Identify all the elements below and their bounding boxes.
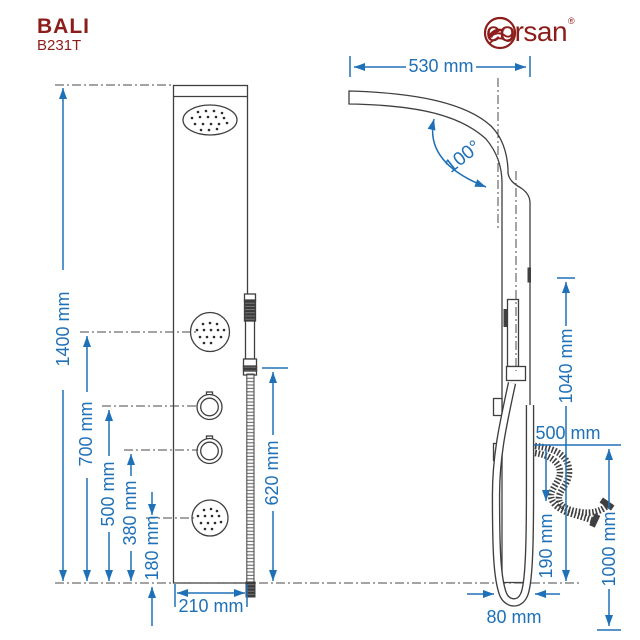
model-name: BALI: [37, 15, 90, 38]
brand-lockup: corsan ®: [482, 16, 575, 46]
connection-hose-2: [534, 449, 594, 524]
upper-body-jet: [189, 311, 231, 353]
dim-inlet-offset: 190 mm: [536, 513, 556, 579]
dim-arm-reach: 530 mm: [408, 56, 474, 76]
hand-shower-front: [242, 293, 258, 376]
side-panel-outline: [348, 90, 531, 584]
corsan-logo-icon: [483, 16, 517, 50]
dim-hose-loop-width: 80 mm: [486, 607, 542, 627]
side-view-panel: [348, 90, 531, 584]
dim-jet-height: 1040 mm: [556, 328, 576, 404]
model-code: B231T: [37, 37, 82, 54]
dim-connection-height: 1000 mm: [599, 511, 619, 587]
dim-lower-knob-height: 380 mm: [120, 480, 140, 546]
dim-upper-jet-height: 700 mm: [76, 401, 96, 467]
reference-lines: [55, 78, 580, 584]
hose-end-fitting: [245, 581, 256, 598]
dimension-lines: [59, 56, 621, 631]
hand-shower-side: [506, 298, 520, 368]
jet-nozzle-dots: [190, 109, 229, 531]
dim-hand-shower-height: 620 mm: [262, 440, 282, 506]
front-view-panel: [172, 84, 258, 584]
dim-upper-knob-height: 500 mm: [98, 461, 118, 527]
lower-body-jet: [191, 499, 229, 537]
knob-side-upper: [492, 397, 503, 417]
registered-trademark: ®: [568, 16, 575, 26]
brand-name: corsan: [486, 16, 568, 47]
dim-lower-jet-height: 180 mm: [142, 515, 162, 581]
rain-head: [182, 104, 238, 136]
dim-total-height: 1400 mm: [53, 291, 73, 367]
dim-panel-width: 210 mm: [178, 596, 244, 616]
dim-connection-hose-length: 500 mm: [535, 423, 601, 443]
hoses: [245, 373, 615, 607]
shower-holder-side: [505, 365, 527, 382]
